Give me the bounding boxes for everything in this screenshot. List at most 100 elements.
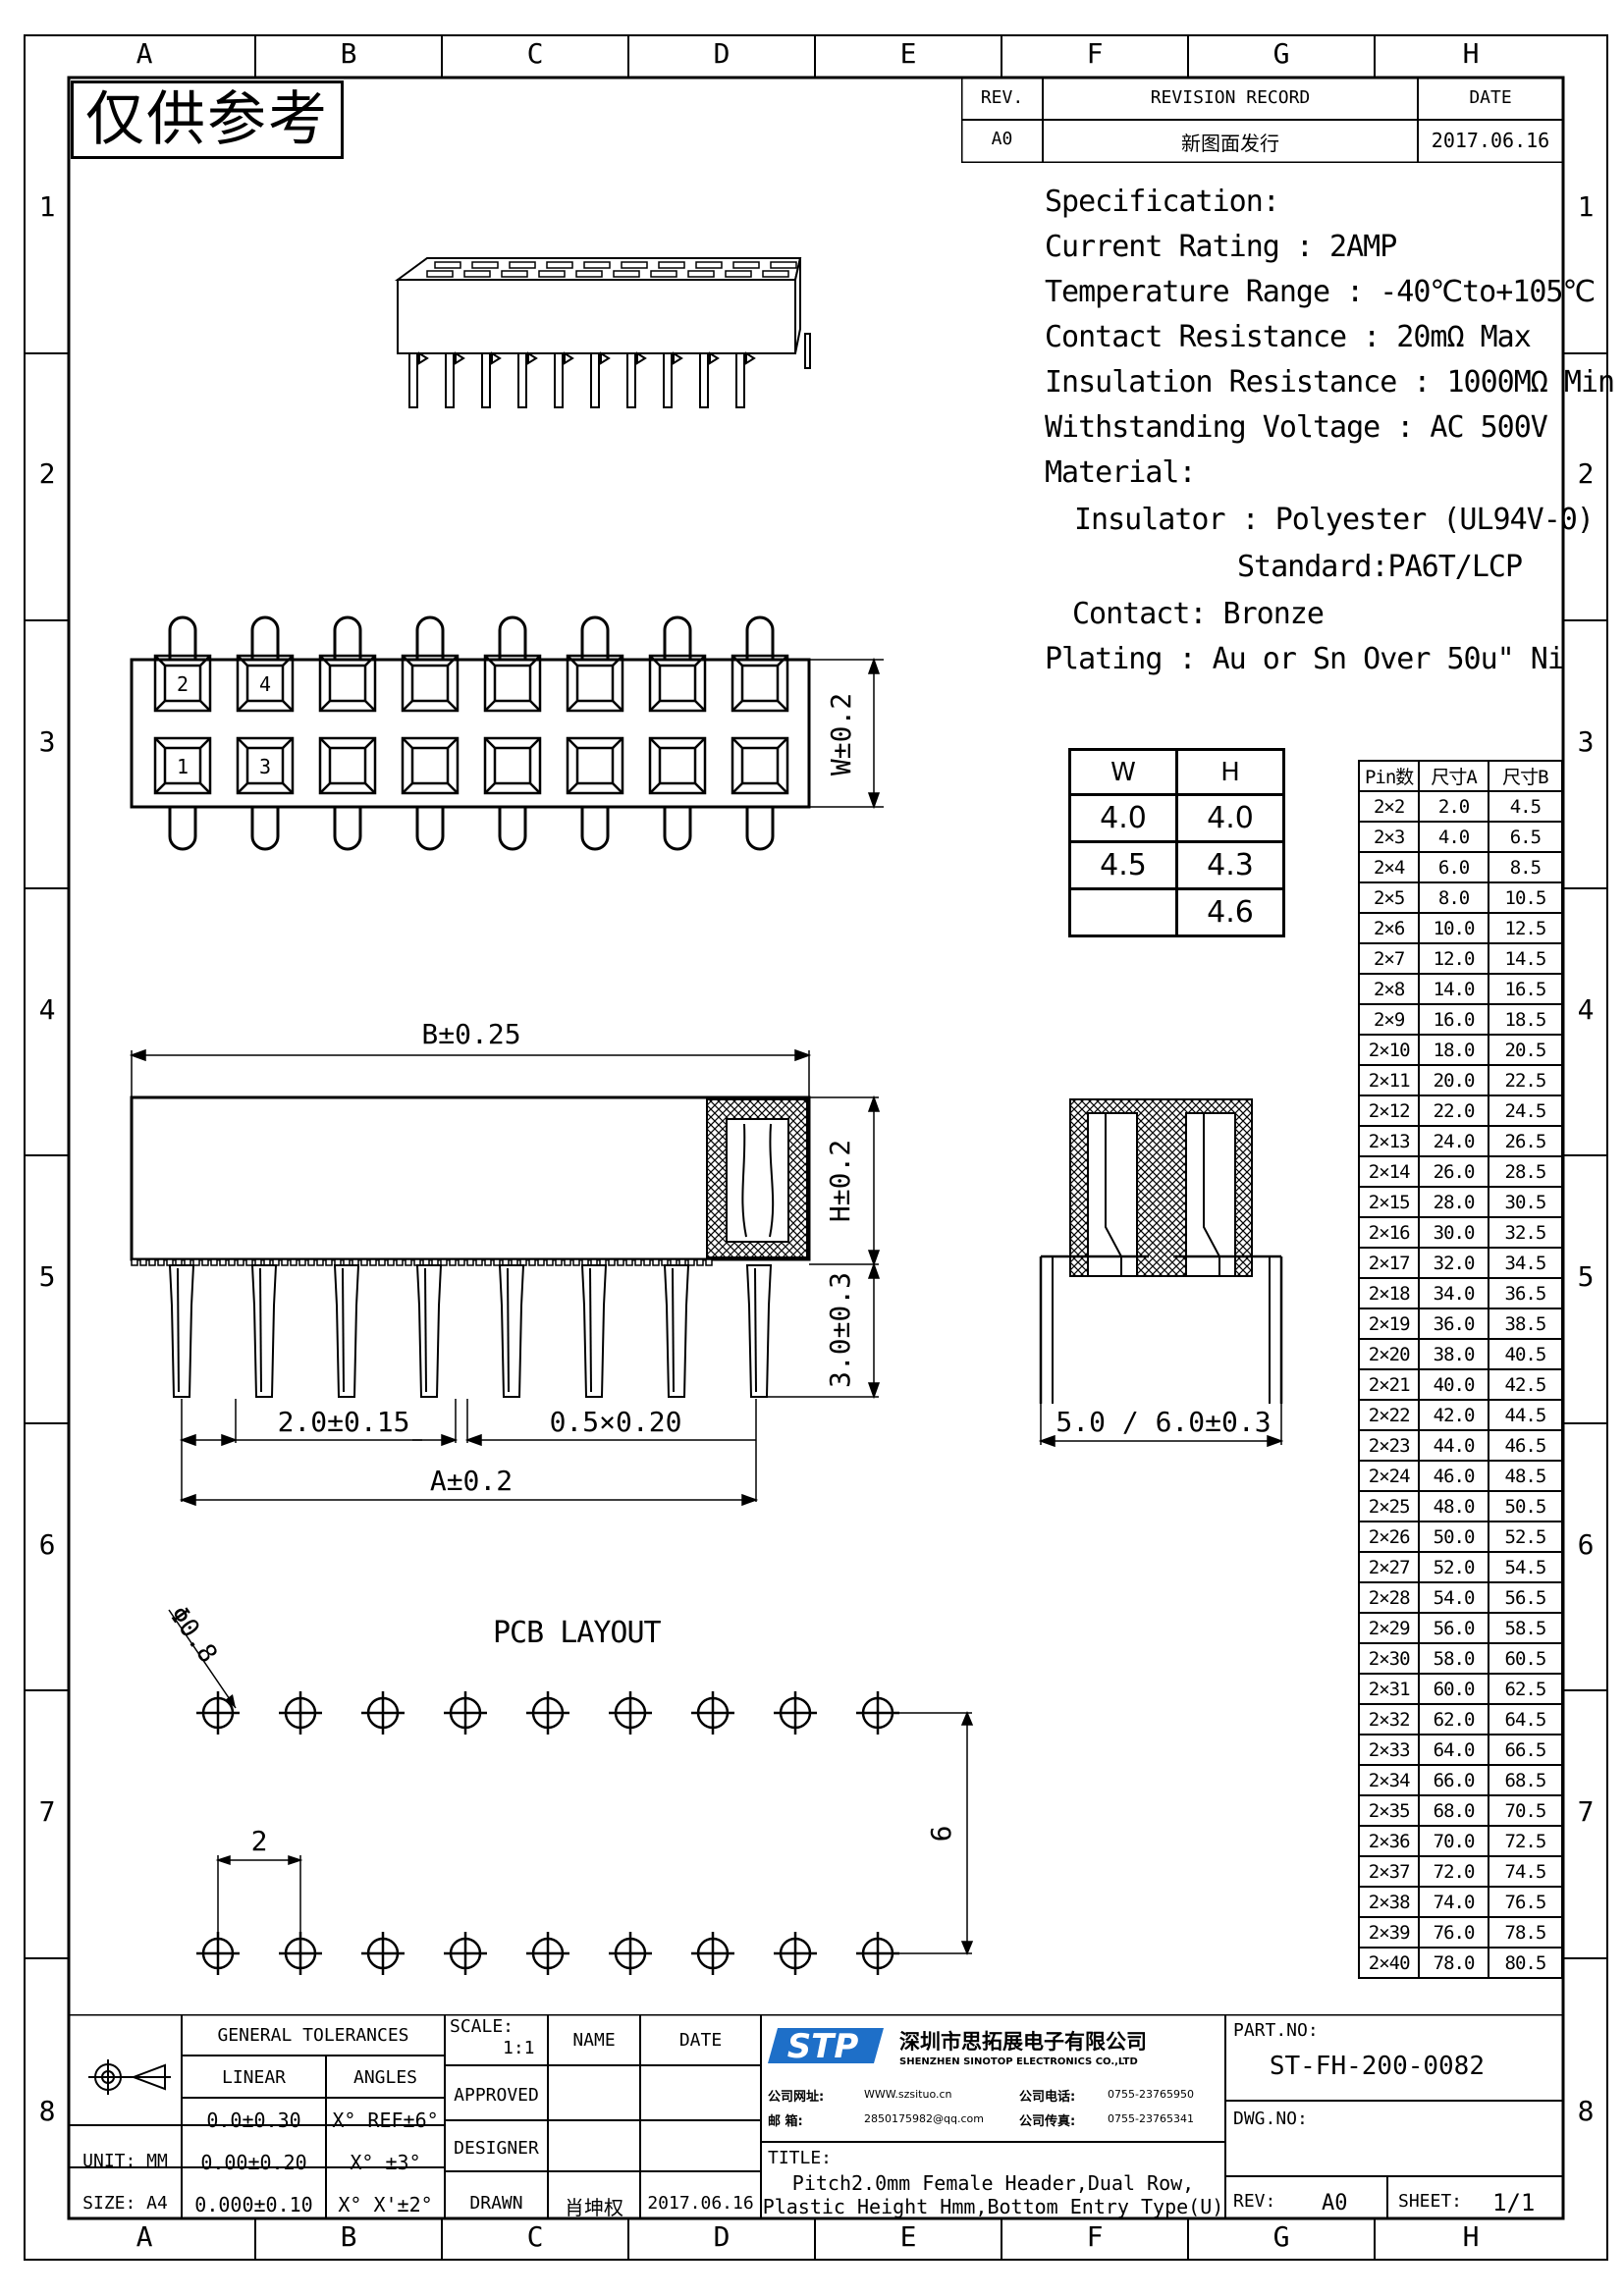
dim-b-cell: 72.5 bbox=[1487, 1825, 1564, 1857]
socket-cell-chamfer bbox=[402, 737, 459, 794]
company-logo: STP bbox=[768, 2024, 886, 2067]
skirt-tooth bbox=[139, 1258, 147, 1266]
dim-b-cell: 38.5 bbox=[1487, 1308, 1564, 1340]
dim-a-cell: 66.0 bbox=[1418, 1764, 1489, 1796]
side-pin bbox=[333, 1264, 360, 1398]
h-header: H bbox=[1175, 748, 1285, 796]
socket-cell-chamfer bbox=[731, 737, 788, 794]
w-dimension: W±0.2 bbox=[825, 693, 857, 775]
socket-cell-inner bbox=[493, 664, 532, 703]
dim-a-cell: 76.0 bbox=[1418, 1916, 1489, 1949]
scale-value: 1:1 bbox=[503, 2038, 535, 2058]
pin-count-header: Pin数 bbox=[1357, 760, 1421, 792]
top-pin-upper bbox=[745, 615, 775, 660]
iso-pin bbox=[804, 333, 811, 369]
dim-a-cell: 78.0 bbox=[1418, 1947, 1489, 1979]
dim-b-cell: 36.5 bbox=[1487, 1277, 1564, 1309]
socket-cell bbox=[731, 654, 789, 713]
skirt-tooth bbox=[290, 1258, 298, 1266]
socket-cell-inner bbox=[493, 746, 532, 785]
web-label: 公司网址: bbox=[768, 2090, 825, 2105]
socket-cell bbox=[566, 736, 624, 795]
dim-b-cell: 78.5 bbox=[1487, 1916, 1564, 1949]
row-label-2: 2 bbox=[38, 457, 56, 490]
spec-current-rating: Current Rating : 2AMP bbox=[1045, 230, 1397, 264]
dim-a-cell: 74.0 bbox=[1418, 1886, 1489, 1918]
title-block-grid bbox=[69, 2014, 1563, 2218]
sheet-label: SHEET: bbox=[1398, 2191, 1463, 2212]
dim-a-cell: 46.0 bbox=[1418, 1460, 1489, 1492]
socket-cell bbox=[483, 736, 542, 795]
general-tolerances-label: GENERAL TOLERANCES bbox=[217, 2025, 409, 2046]
socket-cell-chamfer bbox=[319, 655, 376, 712]
hole-diameter-dimension: Φ0.8 bbox=[163, 1601, 222, 1669]
top-pin-lower bbox=[580, 807, 610, 851]
tel-label: 公司电话: bbox=[1019, 2090, 1076, 2105]
side-pin-line bbox=[754, 1267, 757, 1393]
iso-socket-hole bbox=[575, 270, 603, 278]
dim-a-cell: 36.0 bbox=[1418, 1308, 1489, 1340]
socket-cell bbox=[648, 736, 707, 795]
socket-cell-inner bbox=[328, 746, 367, 785]
side-pin-line bbox=[672, 1267, 675, 1393]
row-label-7: 7 bbox=[38, 1795, 56, 1828]
dim-a-cell: 20.0 bbox=[1418, 1064, 1489, 1096]
iso-socket-hole bbox=[687, 270, 715, 278]
socket-cell-inner bbox=[328, 664, 367, 703]
row-label-6: 6 bbox=[1577, 1528, 1595, 1561]
iso-pin-edge bbox=[636, 351, 647, 365]
tolerance-angle-1: X° REF±6° bbox=[332, 2109, 439, 2132]
dim-b-cell: 8.5 bbox=[1487, 851, 1564, 883]
row-label-4: 4 bbox=[38, 993, 56, 1026]
dim-b-cell: 70.5 bbox=[1487, 1794, 1564, 1827]
pin-count-cell: 2×21 bbox=[1357, 1368, 1421, 1401]
skirt-tooth bbox=[643, 1258, 651, 1266]
row-label-7: 7 bbox=[1577, 1795, 1595, 1828]
skirt-tooth bbox=[634, 1258, 642, 1266]
dim-a-cell: 4.0 bbox=[1418, 821, 1489, 853]
iso-socket-hole bbox=[583, 261, 611, 269]
iso-socket-hole bbox=[501, 270, 528, 278]
iso-pin bbox=[408, 352, 418, 408]
dim-b-cell: 26.5 bbox=[1487, 1125, 1564, 1157]
pin-count-cell: 2×14 bbox=[1357, 1155, 1421, 1188]
dim-a-cell: 14.0 bbox=[1418, 973, 1489, 1005]
w-header: W bbox=[1068, 748, 1178, 796]
pin-count-cell: 2×37 bbox=[1357, 1855, 1421, 1888]
iso-pin-edge bbox=[600, 351, 611, 365]
skirt-tooth bbox=[131, 1258, 138, 1266]
iso-pin bbox=[735, 352, 745, 408]
skirt-tooth bbox=[625, 1258, 633, 1266]
dim-a-cell: 44.0 bbox=[1418, 1429, 1489, 1462]
dim-b-cell: 54.5 bbox=[1487, 1551, 1564, 1583]
dim-a-cell: 68.0 bbox=[1418, 1794, 1489, 1827]
dim-a-header: 尺寸A bbox=[1418, 760, 1489, 792]
socket-cell-inner bbox=[245, 746, 285, 785]
top-pin-lower bbox=[663, 807, 692, 851]
dim-b-cell: 22.5 bbox=[1487, 1064, 1564, 1096]
iso-pin bbox=[517, 352, 527, 408]
dim-b-cell: 16.5 bbox=[1487, 973, 1564, 1005]
dim-a-cell: 22.0 bbox=[1418, 1095, 1489, 1127]
skirt-tooth bbox=[528, 1258, 536, 1266]
designer-label: DESIGNER bbox=[454, 2138, 539, 2159]
skirt-tooth bbox=[316, 1258, 324, 1266]
skirt-tooth bbox=[572, 1258, 580, 1266]
dim-a-cell: 26.0 bbox=[1418, 1155, 1489, 1188]
column-label-g: G bbox=[1272, 37, 1290, 70]
dim-a-cell: 18.0 bbox=[1418, 1034, 1489, 1066]
drawn-name: 肖坤权 bbox=[565, 2196, 623, 2219]
skirt-tooth bbox=[360, 1258, 368, 1266]
column-label-h: H bbox=[1462, 2220, 1480, 2253]
h-dimension: H±0.2 bbox=[824, 1140, 856, 1222]
dim-b-cell: 52.5 bbox=[1487, 1521, 1564, 1553]
socket-cell bbox=[236, 654, 295, 713]
